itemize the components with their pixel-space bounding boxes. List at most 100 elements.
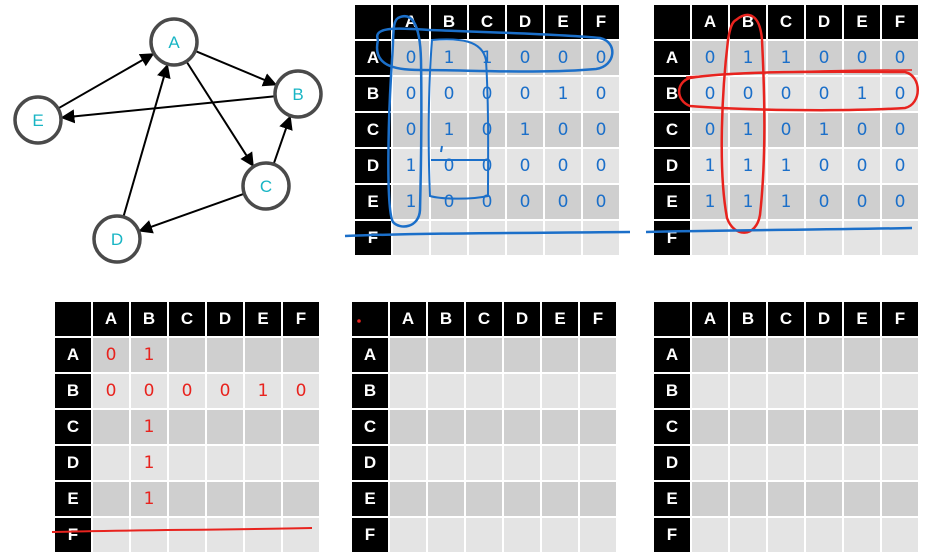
edge-d-to-a — [122, 63, 171, 218]
matrix-corner — [654, 5, 690, 39]
matrix-cell-da: 1 — [393, 149, 429, 183]
matrix-cell-aa: 0 — [93, 338, 129, 372]
matrix-cell-dd — [504, 446, 540, 480]
row-header-a: A — [654, 41, 690, 75]
matrix-cell-ac — [169, 338, 205, 372]
matrix-cell-eb: 1 — [131, 482, 167, 516]
matrix-cell-de: 0 — [844, 149, 880, 183]
row-header-e: E — [55, 482, 91, 516]
matrix-cell-cf — [580, 410, 616, 444]
column-header-b: B — [730, 5, 766, 39]
matrix-cell-ab — [428, 338, 464, 372]
matrix-cell-cd — [806, 410, 842, 444]
column-header-b: B — [131, 302, 167, 336]
matrix-cell-de — [245, 446, 281, 480]
row-header-a: A — [352, 338, 388, 372]
column-header-e: E — [844, 5, 880, 39]
matrix-cell-da — [692, 446, 728, 480]
column-header-e: E — [245, 302, 281, 336]
column-header-a: A — [390, 302, 426, 336]
matrix-cell-ee: 0 — [545, 185, 581, 219]
column-header-e: E — [545, 5, 581, 39]
matrix-cell-fc — [466, 518, 502, 552]
matrix-cell-ae — [245, 338, 281, 372]
matrix-cell-cf — [882, 410, 918, 444]
row-header-b: B — [55, 374, 91, 408]
matrix-cell-cb — [428, 410, 464, 444]
node-label: C — [260, 177, 272, 196]
matrix-cell-de — [542, 446, 578, 480]
matrix-cell-ef — [283, 482, 319, 516]
matrix-cell-fa — [393, 221, 429, 255]
row-header-d: D — [352, 446, 388, 480]
matrix-cell-cc: 0 — [768, 113, 804, 147]
matrix-cell-fd — [507, 221, 543, 255]
column-header-a: A — [93, 302, 129, 336]
matrix-cell-ec: 0 — [469, 185, 505, 219]
row-header-b: B — [654, 77, 690, 111]
matrix-cell-cc — [466, 410, 502, 444]
matrix-cell-dd — [207, 446, 243, 480]
matrix-cell-af: 0 — [583, 41, 619, 75]
matrix-cell-df: 0 — [882, 149, 918, 183]
matrix-cell-fd — [504, 518, 540, 552]
matrix-cell-fc — [768, 221, 804, 255]
row-header-f: F — [654, 518, 690, 552]
matrix-cell-eb: 0 — [431, 185, 467, 219]
matrix-cell-fc — [169, 518, 205, 552]
matrix-cell-ea — [692, 482, 728, 516]
matrix-cell-ca — [692, 410, 728, 444]
matrix-cell-bb: 0 — [131, 374, 167, 408]
edge-a-to-b — [194, 49, 278, 87]
row-header-d: D — [55, 446, 91, 480]
matrix-cell-fe — [542, 518, 578, 552]
column-header-f: F — [882, 5, 918, 39]
matrix-cell-ff — [583, 221, 619, 255]
matrix-cell-df — [882, 446, 918, 480]
matrix-cell-ab — [730, 338, 766, 372]
matrix-cell-fe — [245, 518, 281, 552]
matrix-cell-aa — [390, 338, 426, 372]
matrix-cell-ab: 1 — [131, 338, 167, 372]
matrix-cell-ae — [542, 338, 578, 372]
row-header-a: A — [55, 338, 91, 372]
matrix-cell-ea: 1 — [393, 185, 429, 219]
matrix-cell-fb — [730, 221, 766, 255]
matrix-corner — [352, 302, 388, 336]
column-header-c: C — [169, 302, 205, 336]
matrix-cell-ad: 0 — [806, 41, 842, 75]
matrix-cell-dc: 0 — [469, 149, 505, 183]
row-header-e: E — [355, 185, 391, 219]
matrix-cell-af — [283, 338, 319, 372]
matrix-cell-dd — [806, 446, 842, 480]
matrix-cell-dc — [768, 446, 804, 480]
matrix-cell-ba: 0 — [692, 77, 728, 111]
matrix-cell-fb — [431, 221, 467, 255]
matrix-cell-cf: 0 — [882, 113, 918, 147]
matrix-cell-ef — [580, 482, 616, 516]
matrix-cell-af — [882, 338, 918, 372]
column-header-c: C — [768, 5, 804, 39]
matrix-cell-df — [580, 446, 616, 480]
matrix-cell-bc: 0 — [469, 77, 505, 111]
matrix-cell-db: 0 — [431, 149, 467, 183]
row-header-e: E — [654, 482, 690, 516]
column-header-f: F — [283, 302, 319, 336]
matrix-cell-ee — [542, 482, 578, 516]
matrix-corner — [654, 302, 690, 336]
matrix-cell-bc — [466, 374, 502, 408]
matrix-cell-da — [390, 446, 426, 480]
matrix-cell-ec — [466, 482, 502, 516]
matrix-cell-ec — [768, 482, 804, 516]
matrix-corner — [355, 5, 391, 39]
matrix-cell-ce — [542, 410, 578, 444]
matrix-cell-af: 0 — [882, 41, 918, 75]
matrix-cell-cd — [207, 410, 243, 444]
column-header-d: D — [504, 302, 540, 336]
node-c: C — [241, 161, 291, 211]
matrix-cell-ba: 0 — [93, 374, 129, 408]
matrix-cell-be: 1 — [245, 374, 281, 408]
matrix-cell-ff — [882, 518, 918, 552]
edge-b-to-e — [60, 95, 276, 124]
